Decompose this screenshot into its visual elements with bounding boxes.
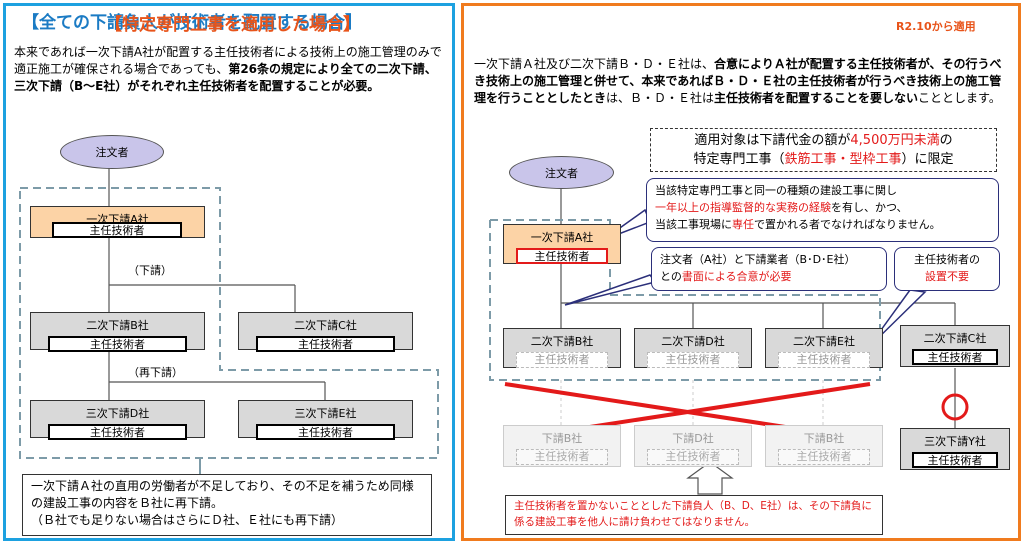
- right-intro-1: 一次下請Ａ社及び二次下請Ｂ・Ｄ・Ｅ社は、: [474, 57, 715, 71]
- left-company-e-engineer: 主任技術者: [256, 424, 395, 440]
- right-ghost-d: 下請D社 主任技術者: [634, 425, 752, 467]
- right-company-d-engineer: 主任技術者: [646, 352, 740, 368]
- right-scope-box: 適用対象は下請代金の額が4,500万円未満の 特定専門工事（鉄筋工事・型枠工事）…: [650, 128, 997, 172]
- right-company-a-engineer: 主任技術者: [515, 248, 609, 264]
- left-company-b-name: 二次下請B社: [86, 319, 149, 332]
- bubble2-line2a: との: [660, 270, 682, 283]
- bubble2-line1: 注文者（A社）と下請業者（B･D･E社）: [660, 253, 856, 266]
- left-company-d: 三次下請D社 主任技術者: [30, 400, 205, 440]
- right-company-d: 二次下請D社 主任技術者: [634, 328, 752, 368]
- bubble1-line3-red: 専任: [732, 218, 754, 231]
- left-note: 一次下請Ａ社の直用の労働者が不足しており、その不足を補うため同様の建設工事の内容…: [22, 474, 432, 536]
- right-title: 【特定専門工事を適用した場合】: [105, 15, 360, 35]
- bubble1-line1: 当該特定専門工事と同一の種類の建設工事に関し: [655, 184, 897, 197]
- bubble3-line2-red: 設置不要: [925, 270, 969, 283]
- bubble-qualification: 当該特定専門工事と同一の種類の建設工事に関し 一年以上の指導監督的な実務の経験を…: [646, 178, 999, 242]
- scope-text-1: 適用対象は下請代金の額が: [694, 133, 851, 148]
- right-company-c-name: 二次下請C社: [923, 332, 987, 345]
- right-intro-5: こととします。: [918, 91, 1001, 105]
- left-title: 【全ての下請負人が技術者を配置する場合】: [22, 13, 362, 33]
- right-ghost-b-name: 下請B社: [541, 432, 583, 445]
- right-company-b-engineer: 主任技術者: [515, 352, 609, 368]
- left-company-d-name: 三次下請D社: [85, 407, 150, 420]
- right-ghost-d-name: 下請D社: [672, 432, 714, 445]
- left-label-resub: （再下請）: [128, 366, 183, 379]
- right-company-a-name: 一次下請A社: [530, 231, 594, 244]
- right-ghost-e-engineer: 主任技術者: [777, 449, 871, 465]
- right-company-b: 二次下請B社 主任技術者: [503, 328, 621, 368]
- left-label-subcontract: （下請）: [128, 264, 172, 277]
- right-company-d-name: 二次下請D社: [661, 335, 725, 348]
- right-intro: 一次下請Ａ社及び二次下請Ｂ・Ｄ・Ｅ社は、合意によりＡ社が配置する主任技術者が、そ…: [474, 56, 1012, 107]
- bubble1-line2-red: 一年以上の指導監督的な実務の経験: [655, 201, 831, 214]
- right-client: 注文者: [509, 156, 614, 189]
- right-company-e-engineer: 主任技術者: [777, 352, 871, 368]
- bubble1-line3a: 当該工事現場に: [655, 218, 732, 231]
- left-company-c-engineer: 主任技術者: [256, 336, 395, 352]
- right-company-y: 三次下請Y社 主任技術者: [900, 428, 1010, 470]
- bubble1-line3c: で置かれる者でなければなりません。: [754, 218, 941, 231]
- right-company-e-name: 二次下請E社: [793, 335, 855, 348]
- left-company-e: 三次下請E社 主任技術者: [238, 400, 413, 440]
- bubble3-line1: 主任技術者の: [914, 253, 980, 266]
- scope-amount: 4,500万円未満: [850, 133, 940, 148]
- right-company-e: 二次下請E社 主任技術者: [765, 328, 883, 368]
- bubble-not-required: 主任技術者の 設置不要: [894, 247, 1000, 291]
- left-client: 注文者: [60, 135, 164, 169]
- left-company-e-name: 三次下請E社: [294, 407, 357, 420]
- right-panel: [461, 3, 1021, 541]
- scope-text-2: の: [939, 133, 953, 148]
- right-ghost-b: 下請B社 主任技術者: [503, 425, 621, 467]
- right-intro-4: 主任技術者を配置することを要しない: [714, 91, 919, 105]
- right-ghost-e: 下請B社 主任技術者: [765, 425, 883, 467]
- left-intro: 本来であれば一次下請A社が配置する主任技術者による技術上の施工管理のみで適正施工…: [14, 44, 442, 95]
- bubble1-line2b: を有し、かつ、: [831, 201, 908, 214]
- left-company-b-engineer: 主任技術者: [48, 336, 187, 352]
- left-company-d-engineer: 主任技術者: [48, 424, 187, 440]
- right-ghost-e-name: 下請B社: [803, 432, 845, 445]
- left-panel: [3, 3, 455, 541]
- right-effective-note: R2.10から適用: [896, 20, 976, 33]
- left-company-b: 二次下請B社 主任技術者: [30, 312, 205, 352]
- scope-text-4: ）に限定: [901, 152, 954, 167]
- scope-kinds: 鉄筋工事・型枠工事: [784, 152, 902, 167]
- scope-text-3: 特定専門工事（: [693, 152, 785, 167]
- right-company-y-engineer: 主任技術者: [911, 452, 999, 468]
- left-company-c: 二次下請C社 主任技術者: [238, 312, 413, 352]
- right-ghost-b-engineer: 主任技術者: [515, 449, 609, 465]
- right-company-c: 二次下請C社 主任技術者: [900, 325, 1010, 367]
- bubble-agreement: 注文者（A社）と下請業者（B･D･E社） との書面による合意が必要: [651, 247, 887, 291]
- left-intro-plain: 本来であれば一次下請A社が配置する主任技術者による技術上の施工管理のみで適正施工…: [14, 45, 442, 76]
- right-company-a: 一次下請A社 主任技術者: [503, 224, 621, 264]
- left-intro-bold: 第26条の規定により全ての二次下請、三次下請（B～E社）がそれぞれ主任技術者を配…: [14, 62, 437, 93]
- right-intro-3: は、Ｂ・Ｄ・Ｅ社は: [606, 91, 715, 105]
- right-warning: 主任技術者を置かないこととした下請負人（B、D、E社）は、その下請負に係る建設工…: [505, 495, 883, 535]
- left-company-c-name: 二次下請C社: [294, 319, 357, 332]
- right-intro-2: 合意によりＡ社が配置する主任技術者が、その行うべき技術上の施工管理と併せて、本来…: [474, 57, 1002, 105]
- right-company-b-name: 二次下請B社: [530, 335, 594, 348]
- left-company-a-engineer: 主任技術者: [52, 222, 182, 238]
- right-ghost-d-engineer: 主任技術者: [646, 449, 740, 465]
- bubble2-line2-red: 書面による合意が必要: [681, 270, 792, 283]
- right-company-y-name: 三次下請Y社: [924, 435, 986, 448]
- right-company-c-engineer: 主任技術者: [911, 349, 999, 365]
